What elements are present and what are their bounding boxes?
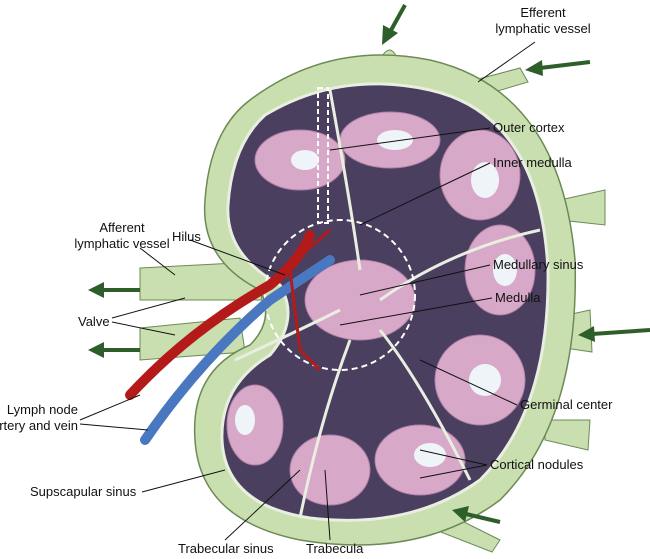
cortical-nodules bbox=[226, 111, 536, 506]
trabeculae bbox=[234, 89, 541, 519]
label-afferent-1: Afferent bbox=[99, 220, 145, 235]
germinal-centers bbox=[235, 130, 517, 467]
label-afferent-2: lymphatic vessel bbox=[74, 236, 169, 251]
artery-branches bbox=[288, 228, 331, 372]
label-inner-medulla: Inner medulla bbox=[493, 155, 573, 170]
label-trabecula: Trabecula bbox=[306, 541, 364, 556]
label-hilus: Hilus bbox=[172, 229, 201, 244]
cortex-region bbox=[317, 87, 329, 224]
label-medullary-sinus: Medullary sinus bbox=[493, 257, 584, 272]
label-germinal-center: Germinal center bbox=[520, 397, 613, 412]
label-valve: Valve bbox=[78, 314, 110, 329]
label-artery-vein-1: Lymph node bbox=[7, 402, 78, 417]
label-trabecular-sinus: Trabecular sinus bbox=[178, 541, 274, 556]
label-medulla: Medulla bbox=[495, 290, 541, 305]
vein bbox=[140, 255, 335, 445]
artery bbox=[125, 230, 315, 400]
label-efferent-1: Efferent bbox=[520, 5, 566, 20]
medulla-region bbox=[264, 219, 416, 371]
leader-lines bbox=[79, 41, 536, 541]
label-outer-cortex: Outer cortex bbox=[493, 120, 565, 135]
label-artery-vein-2: artery and vein bbox=[0, 418, 78, 433]
label-subcapsular-sinus: Supscapular sinus bbox=[30, 484, 137, 499]
flow-arrows bbox=[88, 4, 650, 524]
label-efferent-2: lymphatic vessel bbox=[495, 21, 590, 36]
label-cortical-nodules: Cortical nodules bbox=[490, 457, 584, 472]
